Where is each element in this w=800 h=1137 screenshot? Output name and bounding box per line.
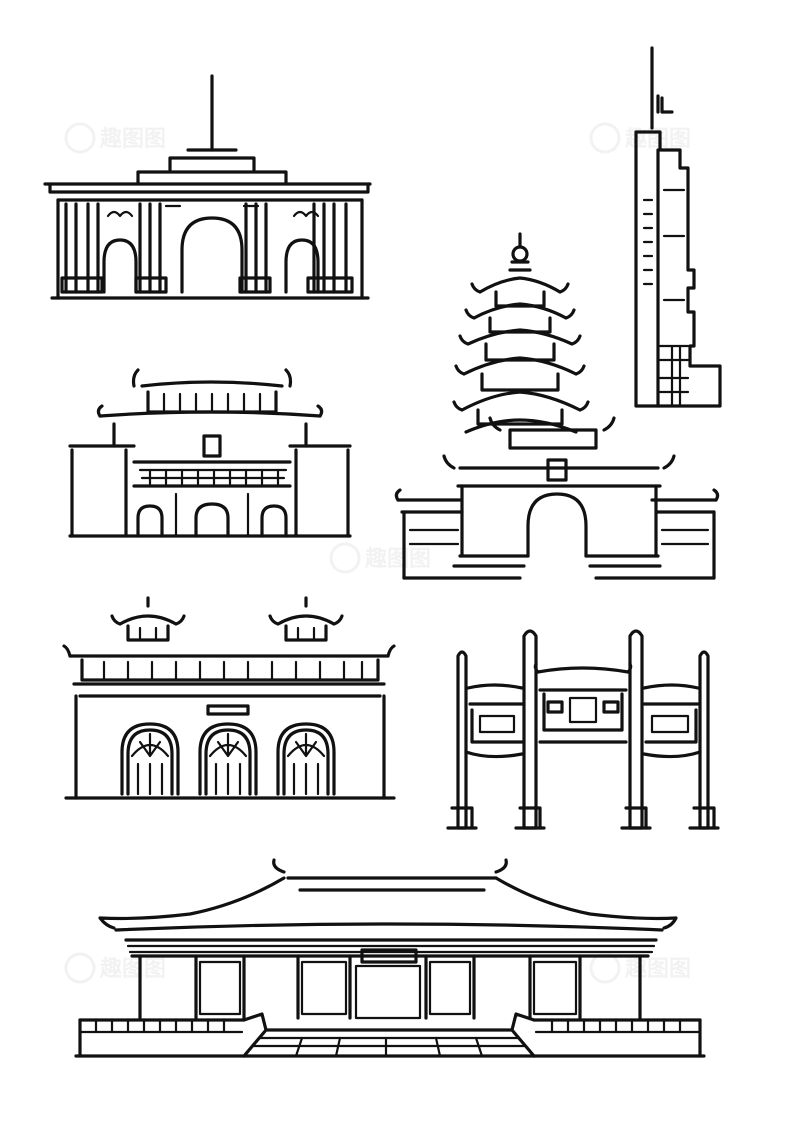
svg-text:趣图图: 趣图图 [99, 956, 166, 982]
watermark-mark: 趣图图 [589, 952, 691, 984]
watermark-mark: 趣图图 [589, 122, 691, 154]
watermark-mark: 趣图图 [329, 542, 431, 574]
watermark-mark: 趣图图 [64, 122, 166, 154]
svg-text:趣图图: 趣图图 [99, 126, 166, 152]
watermark-layer: 趣图图 趣图图 趣图图 趣图图 趣图图 [64, 122, 691, 984]
skyscraper-tower-icon [634, 46, 722, 408]
svg-text:趣图图: 趣图图 [364, 546, 431, 572]
grand-palace-hall-icon [74, 858, 706, 1058]
watermark-mark: 趣图图 [64, 952, 166, 984]
memorial-archway-icon [446, 629, 720, 830]
pagoda-gate-icon [394, 232, 720, 580]
walled-hall-icon [68, 368, 352, 538]
twin-pavilion-city-gate-icon [62, 596, 396, 800]
svg-text:趣图图: 趣图图 [624, 126, 691, 152]
presidential-palace-gate-icon [43, 74, 372, 300]
svg-text:趣图图: 趣图图 [624, 956, 691, 982]
